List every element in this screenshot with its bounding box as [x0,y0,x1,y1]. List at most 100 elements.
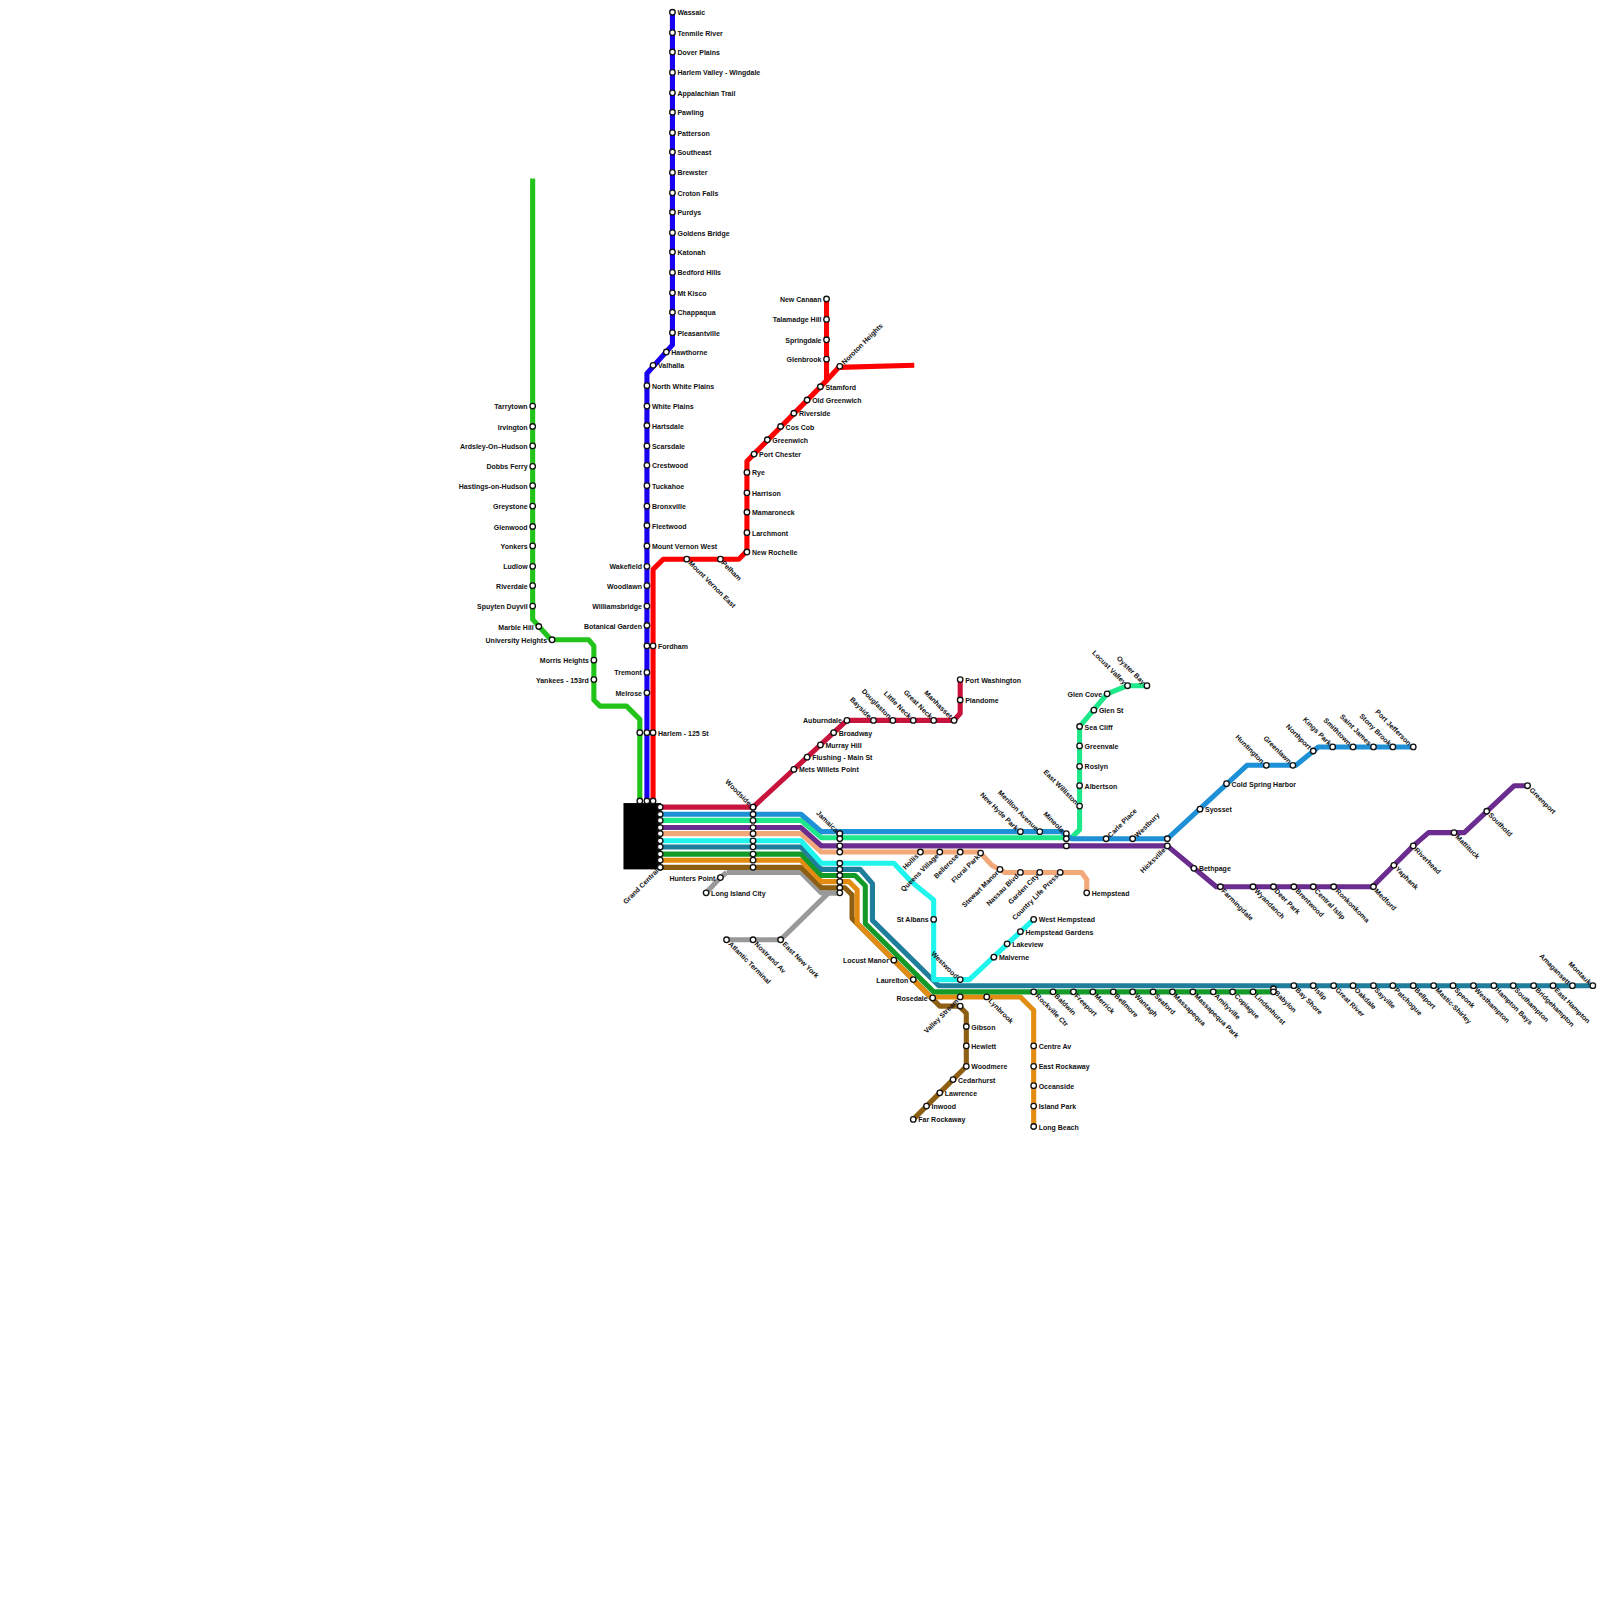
station-label: Harrison [752,489,781,496]
station-dot [1390,983,1396,989]
station-dot [750,818,756,824]
route-line [727,893,840,940]
station-label: Islip [1314,986,1329,1001]
station-dot [871,718,877,724]
station-label: Talamadge Hill [773,316,822,323]
station-dot [837,836,843,842]
station-dot [644,643,650,649]
station-dot [1291,884,1297,890]
station-label: Hastings-on-Hudson [459,482,528,489]
station-label: Stamford [825,383,856,390]
station-dot [530,503,536,509]
station-label: Croton Falls [677,189,718,196]
station-dot [831,730,837,736]
station-label: Tarrytown [494,403,527,410]
station-label: Riverside [799,410,831,417]
station-label: Southeast [677,149,711,156]
station-dot [670,49,676,55]
station-label: North White Plains [652,382,714,389]
station-dot [1037,829,1043,835]
station-label: Locust Manor [843,957,889,964]
station-label: Chappaqua [677,309,715,316]
station-dot [644,670,650,676]
station-label: Yankees - 153rd [536,676,589,683]
station-label: Hartsdale [652,422,684,429]
station-label: Lakeview [1012,940,1043,947]
station-dot [911,1117,917,1123]
station-dot [670,209,676,215]
station-label: White Plains [652,403,694,410]
station-label: Tuckahoe [652,482,684,489]
station-dot [837,879,843,885]
station-dot [1090,989,1096,995]
station-label: Woodmere [971,1063,1007,1070]
station-dot [984,994,990,1000]
station-dot [778,937,784,943]
route-line [661,747,1413,839]
station-dot [804,754,810,760]
station-label: Goldens Bridge [677,229,729,236]
station-label: University Heights [486,636,547,643]
station-label: Gibson [971,1023,995,1030]
station-label: Bethpage [1199,865,1231,872]
station-dot [1165,843,1171,849]
station-dot [644,603,650,609]
station-label: Westhampton [1474,986,1512,1024]
station-label: Valhalla [658,362,684,369]
station-label: Southold [1487,812,1513,838]
station-dot [1590,983,1596,989]
station-dot [670,330,676,336]
station-dot [530,443,536,449]
station-dot [844,718,850,724]
station-label: Long Island City [711,889,765,896]
station-dot [1031,989,1037,995]
station-label: Port Chester [759,451,801,458]
station-dot [650,363,656,369]
station-dot [644,423,650,429]
station-dot [670,190,676,196]
station-dot [1144,683,1150,689]
station-dot [1371,744,1377,750]
station-label: Hempstead [1092,889,1130,896]
station-dot [1031,917,1037,923]
station-dot [957,977,963,983]
station-dot [1570,983,1576,989]
station-dot [650,730,656,736]
station-dot [957,1003,963,1009]
station-label: St Albans [897,916,929,923]
station-dot [824,356,830,362]
station-dot [1190,989,1196,995]
station-label: Farmingdale [1221,887,1255,921]
station-label: Old Greenwich [812,397,861,404]
station-dot [931,917,937,923]
station-label: Montauk [1567,960,1592,985]
station-label: Dover Plains [677,49,719,56]
station-label: Irvington [498,423,528,430]
station-dot [1230,989,1236,995]
station-label: Fordham [658,642,688,649]
station-dot [1291,983,1297,989]
station-dot [1103,836,1109,842]
station-dot [703,890,709,896]
station-label: Westwood [930,950,960,980]
station-label: Flushing - Main St [812,754,872,761]
station-label: Huntington [1235,734,1266,765]
station-dot [657,865,663,871]
station-dot [751,451,757,457]
station-label: Harlem Valley - Wingdale [677,69,760,76]
station-dot [657,844,663,850]
station-dot [644,798,650,804]
station-dot [1104,691,1110,697]
station-dot [1390,744,1396,750]
station-dot [1525,783,1531,789]
station-dot [644,583,650,589]
station-dot [644,463,650,469]
station-label: Larchmont [752,529,788,536]
route-line [661,841,1033,980]
station-dot [978,850,984,856]
station-label: Cold Spring Harbor [1232,780,1297,787]
station-label: Hewlett [971,1042,996,1049]
station-label: Yaphank [1394,866,1419,891]
station-dot [670,70,676,76]
station-dot [644,443,650,449]
